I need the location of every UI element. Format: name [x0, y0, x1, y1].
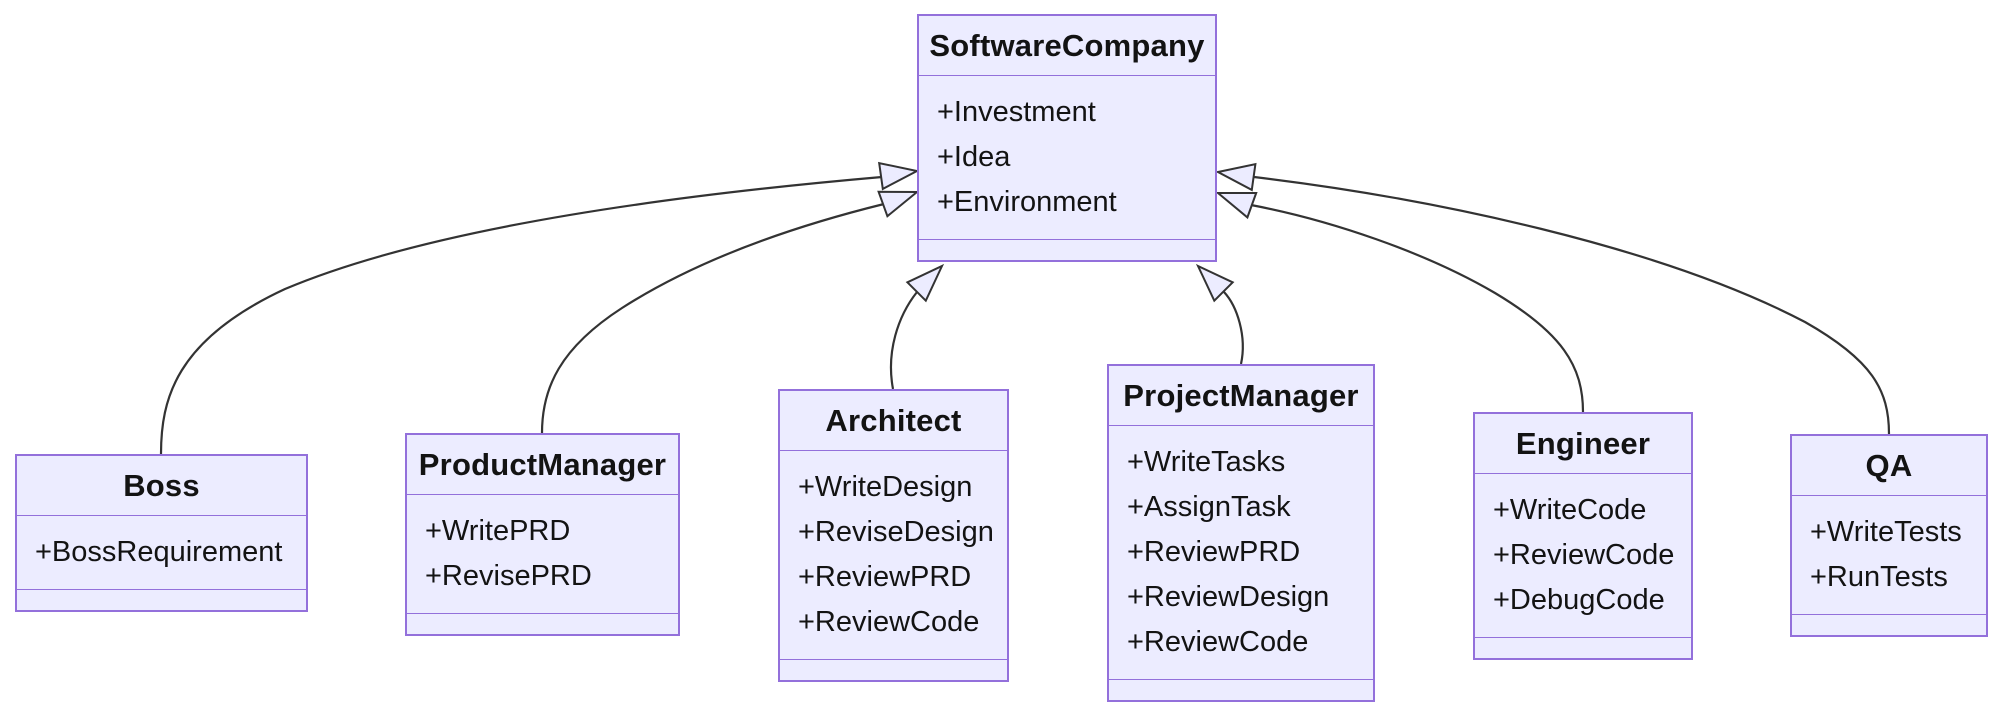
class-methods-qa-empty — [1792, 615, 1986, 635]
class-title-qa: QA — [1792, 436, 1986, 496]
class-attribute: +RunTests — [1810, 561, 1948, 593]
class-attributes-qa: +WriteTests +RunTests — [1792, 496, 1986, 615]
edge-engineer-to-softwarecompany — [1250, 203, 1585, 413]
class-box-engineer: Engineer +WriteCode +ReviewCode +DebugCode — [1473, 412, 1693, 660]
class-box-softwarecompany: SoftwareCompany +Investment +Idea +Environ… — [917, 14, 1217, 262]
class-attribute: +WritePRD — [425, 515, 571, 547]
class-attributes-softwarecompany: +Investment +Idea +Environment — [919, 76, 1215, 240]
class-attribute: +ReviewCode — [798, 606, 980, 638]
class-methods-projectmanager-empty — [1109, 680, 1373, 700]
class-methods-productmanager-empty — [407, 614, 678, 634]
class-attribute: +ReviewCode — [1493, 539, 1675, 571]
class-attribute: +AssignTask — [1127, 491, 1291, 523]
class-attributes-engineer: +WriteCode +ReviewCode +DebugCode — [1475, 474, 1691, 638]
class-attribute: +Environment — [937, 186, 1117, 218]
inheritance-arrowhead-architect — [905, 263, 945, 303]
class-title-productmanager: ProductManager — [407, 435, 678, 495]
class-title-boss: Boss — [17, 456, 306, 516]
edge-qa-to-softwarecompany — [1253, 175, 1891, 435]
class-attribute: +ReviewPRD — [798, 561, 972, 593]
class-box-qa: QA +WriteTests +RunTests — [1790, 434, 1988, 637]
class-attribute: +BossRequirement — [35, 536, 283, 568]
class-box-architect: Architect +WriteDesign +ReviseDesign +Revi… — [778, 389, 1009, 682]
class-methods-architect-empty — [780, 660, 1007, 680]
class-attributes-projectmanager: +WriteTasks +AssignTask +ReviewPRD +ReviewD… — [1109, 426, 1373, 680]
class-attribute: +WriteDesign — [798, 471, 973, 503]
class-attribute: +WriteTests — [1810, 516, 1962, 548]
class-box-projectmanager: ProjectManager +WriteTasks +AssignTask +Re… — [1107, 364, 1375, 702]
class-attribute: +ReviseDesign — [798, 516, 994, 548]
class-attribute: +Investment — [937, 96, 1096, 128]
class-box-productmanager: ProductManager +WritePRD +RevisePRD — [405, 433, 680, 636]
inheritance-arrowhead-projectmanager — [1195, 263, 1235, 303]
class-attribute: +RevisePRD — [425, 560, 592, 592]
class-box-boss: Boss +BossRequirement — [15, 454, 308, 612]
class-attribute: +Idea — [937, 141, 1011, 173]
inheritance-arrowhead-boss — [878, 161, 920, 191]
inheritance-arrowhead-productmanager — [877, 190, 920, 218]
class-methods-engineer-empty — [1475, 638, 1691, 658]
edge-architect-to-softwarecompany — [889, 291, 918, 390]
edge-boss-to-softwarecompany — [159, 175, 883, 455]
inheritance-arrowhead-engineer — [1215, 192, 1258, 220]
edge-productmanager-to-softwarecompany — [540, 202, 885, 434]
class-title-softwarecompany: SoftwareCompany — [919, 16, 1215, 76]
class-attribute: +DebugCode — [1493, 584, 1665, 616]
class-attributes-architect: +WriteDesign +ReviseDesign +ReviewPRD +Revi… — [780, 451, 1007, 660]
class-attribute: +ReviewPRD — [1127, 536, 1301, 568]
class-methods-softwarecompany-empty — [919, 240, 1215, 260]
class-attribute: +ReviewDesign — [1127, 581, 1330, 613]
class-attribute: +WriteTasks — [1127, 446, 1286, 478]
class-attributes-productmanager: +WritePRD +RevisePRD — [407, 495, 678, 614]
class-attributes-boss: +BossRequirement — [17, 516, 306, 590]
class-attribute: +WriteCode — [1493, 494, 1647, 526]
class-title-architect: Architect — [780, 391, 1007, 451]
inheritance-arrowhead-qa — [1215, 162, 1257, 192]
class-methods-boss-empty — [17, 590, 306, 610]
class-title-engineer: Engineer — [1475, 414, 1691, 474]
class-title-projectmanager: ProjectManager — [1109, 366, 1373, 426]
edge-projectmanager-to-softwarecompany — [1223, 291, 1244, 365]
class-attribute: +ReviewCode — [1127, 626, 1309, 658]
